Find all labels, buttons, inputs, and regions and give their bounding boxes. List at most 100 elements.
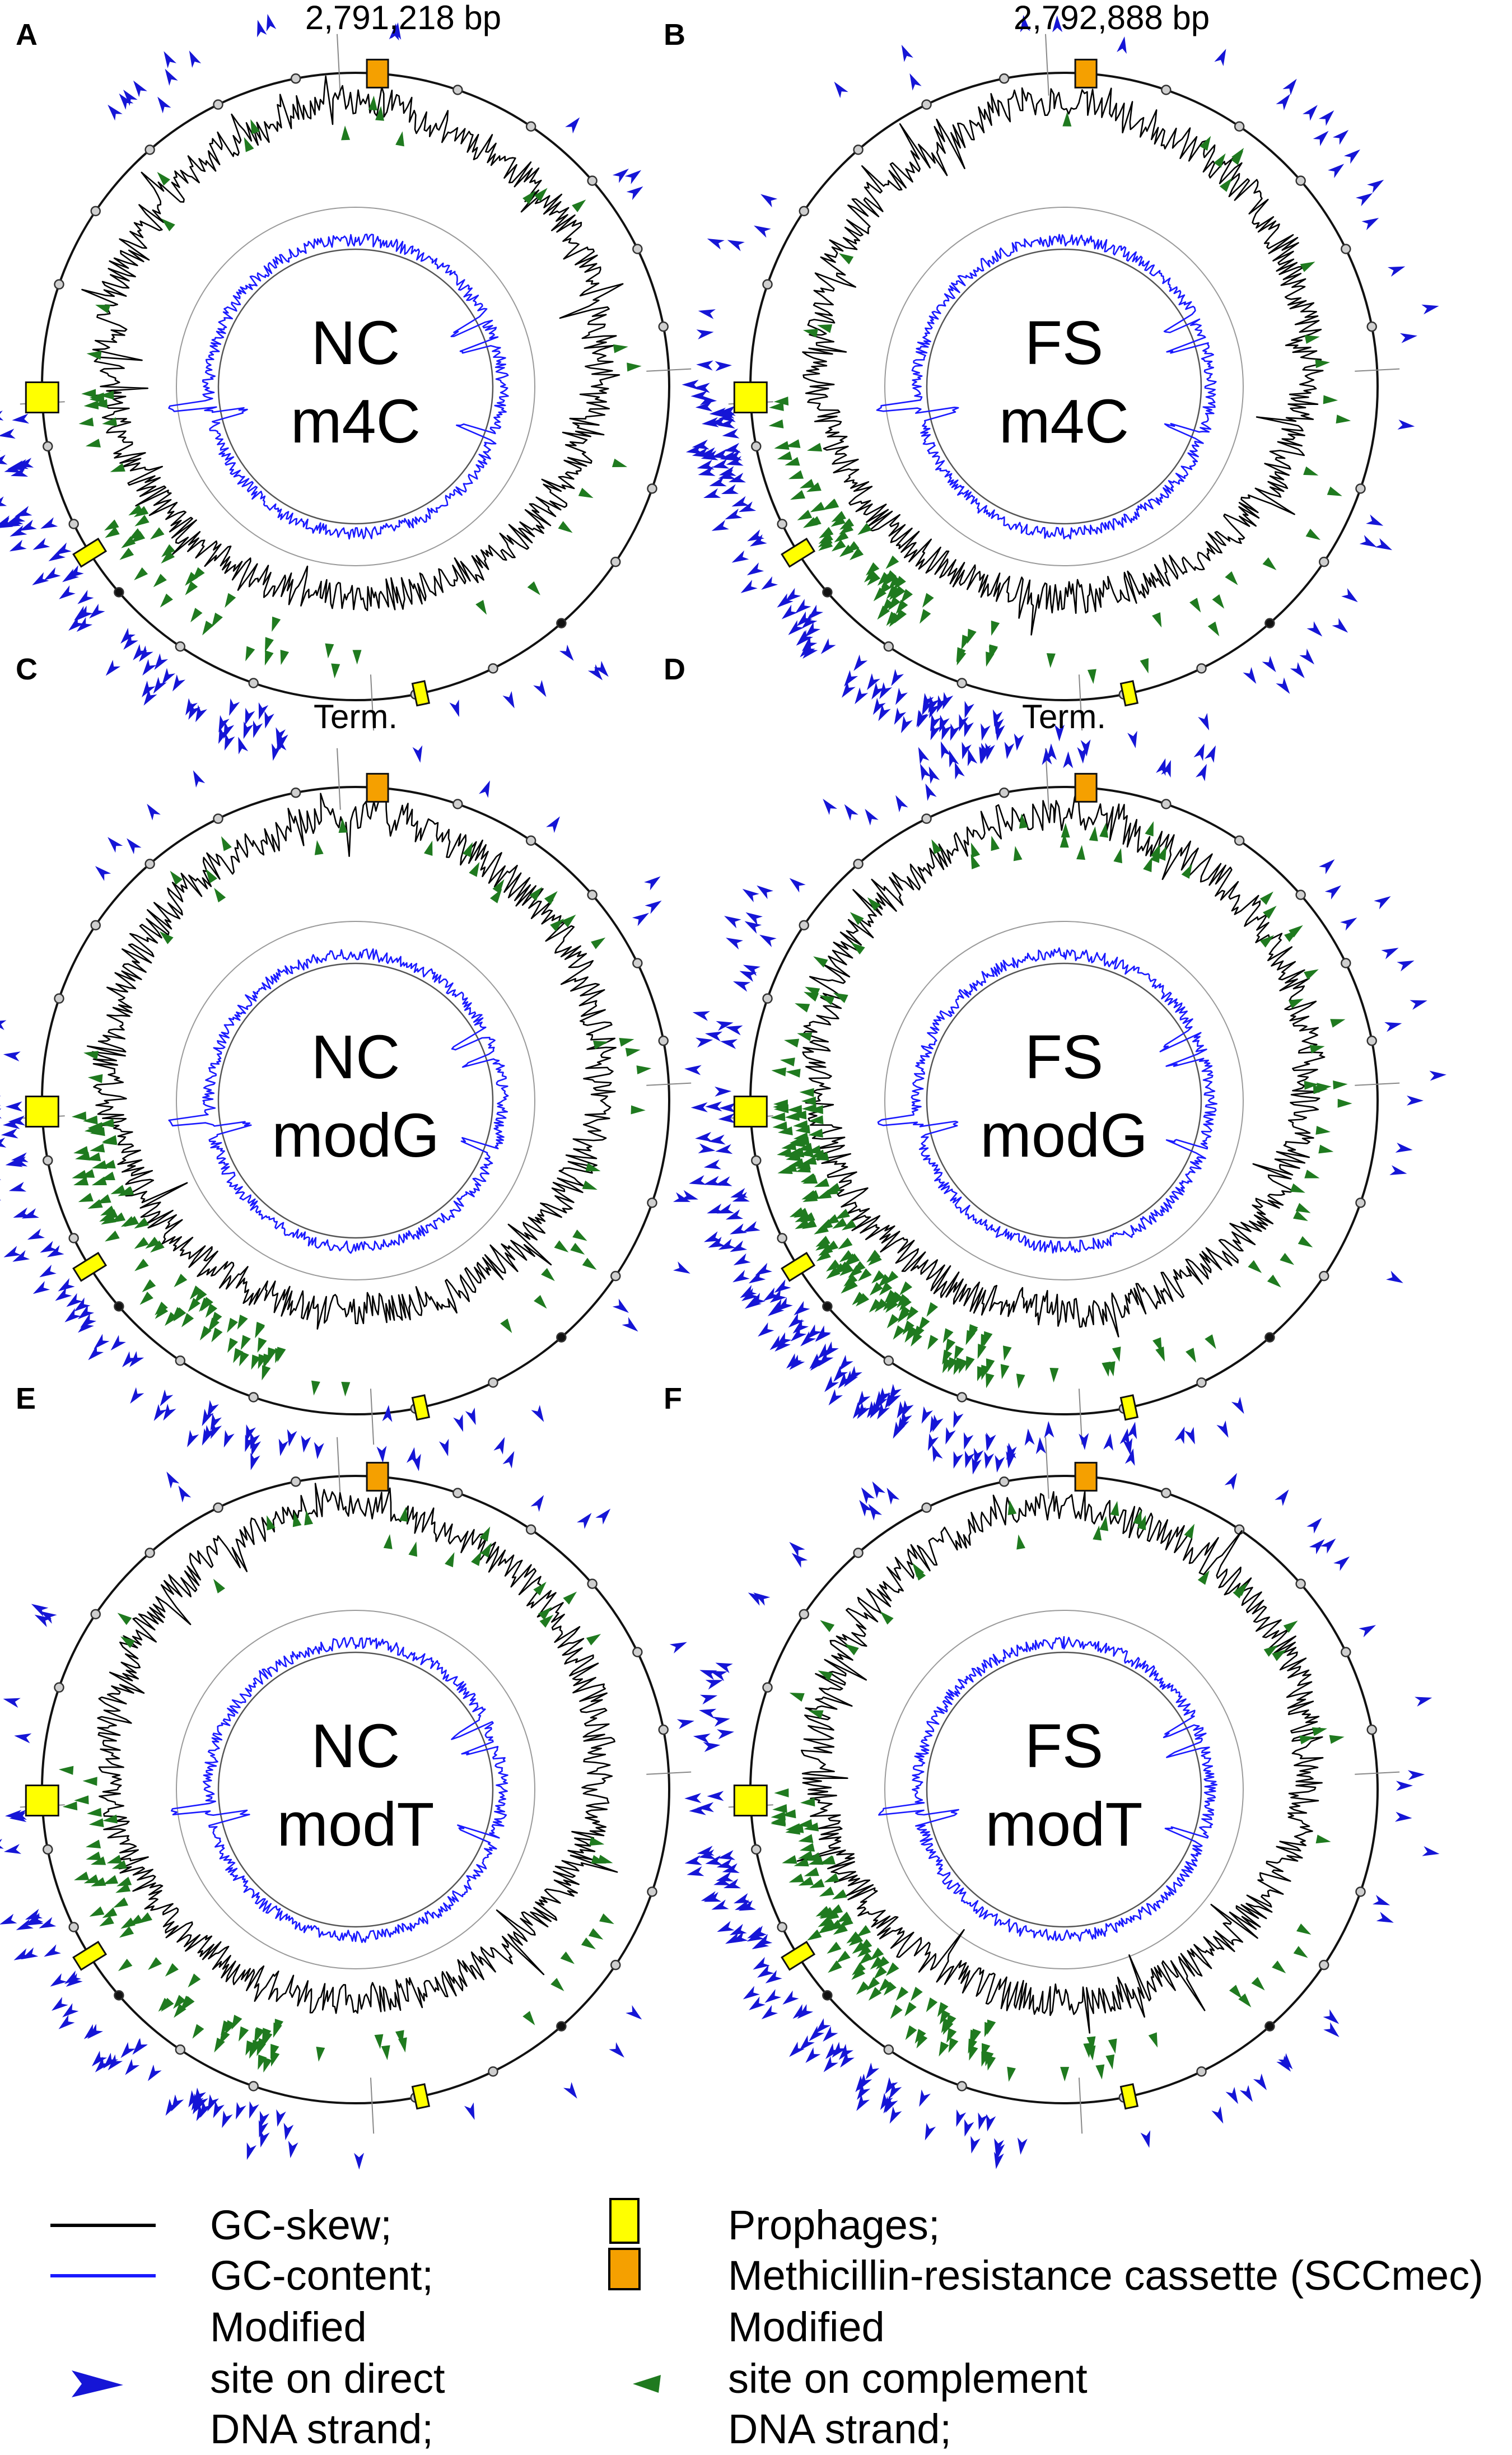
ring-marker	[114, 1301, 124, 1312]
complement-strand-site-icon	[910, 1986, 923, 2001]
direct-strand-site-icon	[160, 1389, 174, 1406]
direct-strand-site-icon	[1, 1128, 18, 1139]
complement-strand-site-icon	[100, 1205, 116, 1216]
complement-strand-site-icon	[813, 956, 828, 968]
direct-strand-site-icon	[301, 1435, 311, 1453]
inner-guide-circle	[926, 1651, 1202, 1928]
complement-strand-site-icon	[805, 1852, 821, 1861]
direct-strand-site-icon	[166, 1471, 180, 1489]
direct-strand-site-icon	[705, 1680, 723, 1690]
direct-strand-site-icon	[10, 1810, 27, 1820]
complement-strand-site-icon	[1060, 833, 1069, 848]
direct-strand-site-icon	[953, 1451, 963, 1469]
direct-strand-site-icon	[493, 1437, 505, 1455]
complement-strand-site-icon	[199, 1326, 212, 1341]
direct-strand-site-icon	[797, 630, 814, 645]
sccmec-icon	[366, 772, 389, 803]
complement-strand-site-icon	[878, 1978, 892, 1992]
ring-marker	[777, 1922, 787, 1932]
direct-strand-site-icon	[1054, 724, 1065, 742]
complement-strand-site-icon	[1337, 1098, 1352, 1108]
complement-strand-site-icon	[78, 1192, 94, 1203]
direct-strand-site-icon	[530, 1495, 544, 1512]
complement-strand-site-icon	[939, 2041, 949, 2057]
complement-strand-site-icon	[1298, 1236, 1313, 1248]
direct-strand-site-icon	[130, 1387, 144, 1404]
complement-strand-site-icon	[843, 1274, 858, 1287]
legend-sccmec-icon	[608, 2248, 641, 2290]
direct-strand-site-icon	[250, 1452, 260, 1470]
direct-strand-site-icon	[1415, 1697, 1432, 1707]
direct-strand-site-icon	[703, 1742, 721, 1752]
direct-strand-site-icon	[46, 1245, 64, 1257]
direct-strand-site-icon	[695, 1131, 712, 1142]
direct-strand-site-icon	[936, 695, 948, 713]
complement-strand-site-icon	[100, 1159, 116, 1169]
prophage-icon	[733, 1096, 768, 1128]
complement-strand-site-icon	[851, 1967, 865, 1980]
direct-strand-site-icon	[995, 2142, 1005, 2160]
terminus-label: Term.	[1022, 698, 1106, 735]
ring-marker	[556, 2021, 567, 2032]
direct-strand-site-icon	[110, 1335, 126, 1351]
direct-strand-site-icon	[257, 20, 267, 38]
direct-strand-site-icon	[859, 1499, 873, 1517]
complement-strand-site-icon	[1299, 1735, 1315, 1745]
direct-strand-site-icon	[699, 1694, 718, 1705]
complement-strand-site-icon	[165, 1312, 178, 1326]
ring-marker	[1264, 1332, 1275, 1343]
direct-strand-site-icon	[717, 1850, 736, 1860]
complement-strand-site-icon	[827, 1941, 842, 1954]
complement-strand-site-icon	[116, 1876, 132, 1886]
ring-marker	[777, 1233, 787, 1243]
complement-strand-site-icon	[541, 1268, 555, 1282]
complement-strand-site-icon	[890, 2004, 903, 2019]
direct-strand-site-icon	[8, 1181, 27, 1192]
direct-strand-site-icon	[748, 1292, 766, 1306]
prophage-icon	[25, 381, 59, 413]
complement-strand-site-icon	[785, 439, 801, 448]
direct-strand-site-icon	[1318, 110, 1334, 126]
ring-marker	[54, 993, 64, 1004]
complement-strand-site-icon	[906, 1306, 919, 1321]
complement-strand-site-icon	[636, 1065, 652, 1075]
direct-strand-site-icon	[108, 104, 123, 121]
direct-strand-site-icon	[127, 838, 142, 855]
complement-strand-site-icon	[211, 612, 223, 628]
direct-strand-site-icon	[1278, 2053, 1293, 2070]
direct-strand-site-icon	[834, 81, 848, 99]
ring-marker	[1295, 175, 1306, 186]
direct-strand-site-icon	[806, 1324, 822, 1340]
direct-strand-site-icon	[1275, 1489, 1289, 1506]
complement-strand-site-icon	[895, 599, 908, 614]
complement-strand-site-icon	[1095, 2064, 1105, 2080]
direct-strand-site-icon	[972, 1457, 982, 1475]
direct-strand-site-icon	[684, 1793, 702, 1804]
complement-strand-site-icon	[534, 1294, 547, 1309]
direct-strand-site-icon	[19, 519, 37, 531]
complement-strand-site-icon	[1312, 1727, 1328, 1736]
complement-strand-site-icon	[267, 1515, 276, 1531]
complement-strand-site-icon	[1304, 1170, 1320, 1178]
direct-strand-site-icon	[1006, 1442, 1016, 1460]
complement-strand-site-icon	[987, 2019, 996, 2035]
ring-marker	[610, 556, 621, 567]
complement-strand-site-icon	[888, 575, 902, 589]
complement-strand-site-icon	[1295, 1203, 1311, 1213]
complement-strand-site-icon	[62, 1801, 78, 1811]
complement-strand-site-icon	[878, 1274, 892, 1288]
direct-strand-site-icon	[40, 1241, 58, 1253]
direct-strand-site-icon	[823, 798, 837, 816]
complement-strand-site-icon	[1333, 1080, 1348, 1089]
direct-strand-site-icon	[125, 2058, 140, 2075]
direct-strand-site-icon	[1020, 15, 1030, 32]
prophage-icon	[25, 1785, 59, 1816]
gc-skew-trace	[802, 87, 1324, 636]
direct-strand-site-icon	[13, 1207, 31, 1218]
direct-strand-site-icon	[354, 2153, 365, 2170]
complement-strand-site-icon	[89, 394, 104, 403]
complement-strand-site-icon	[150, 527, 165, 540]
direct-strand-site-icon	[120, 2042, 136, 2058]
gc-skew-trace	[802, 785, 1326, 1338]
complement-strand-site-icon	[795, 1125, 810, 1134]
